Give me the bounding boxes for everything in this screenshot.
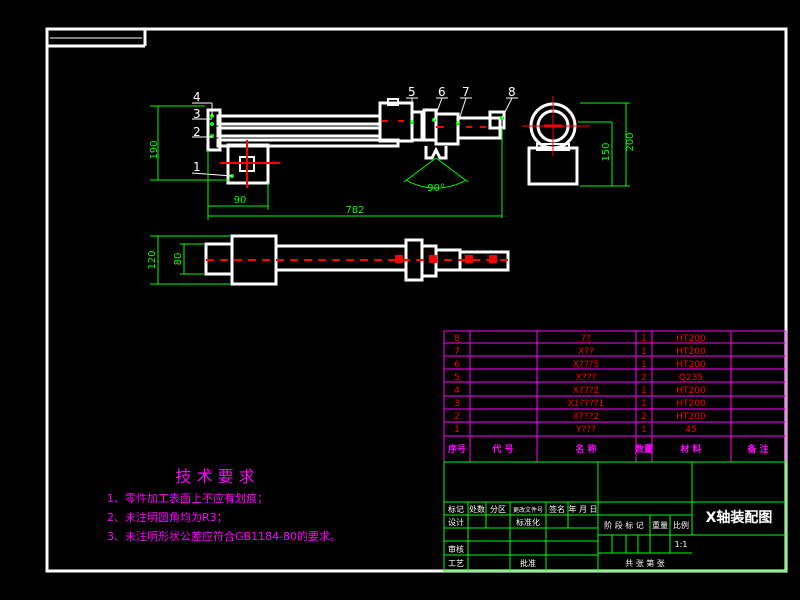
row-name: X??? (576, 373, 597, 383)
tech-requirement-1: 1、零件加工表面上不应有划痕； (107, 491, 268, 505)
label-process: 工艺 (448, 559, 464, 568)
row-no: 5 (454, 373, 460, 383)
dim-190: 190 (149, 140, 160, 159)
top-dimensions (150, 235, 230, 285)
part-label-7: 7 (462, 85, 470, 99)
label-zone: 分区 (490, 505, 506, 514)
front-view-dashes (220, 120, 486, 188)
dim-150: 150 (601, 142, 612, 161)
row-qty: 1 (641, 360, 647, 370)
row-material: HT200 (676, 334, 706, 344)
row-name: Y??? (575, 425, 596, 435)
part-label-5: 5 (408, 85, 416, 99)
row-no: 2 (454, 412, 460, 422)
row-qty: 1 (641, 334, 647, 344)
scale-value: 1:1 (675, 540, 688, 549)
dim-angle: 90° (427, 183, 445, 194)
label-stage-mark: 阶 段 标 记 (604, 520, 644, 530)
part-label-4: 4 (193, 90, 201, 104)
row-no: 4 (454, 386, 460, 396)
label-standardize: 标准化 (516, 517, 540, 527)
dim-120: 120 (147, 250, 158, 269)
part-label-6: 6 (438, 85, 446, 99)
front-view (206, 98, 506, 185)
header-remark: 备 注 (746, 443, 768, 455)
side-view-center (522, 96, 590, 156)
drawing-title: X轴装配图 (706, 509, 773, 526)
row-material: 45 (685, 425, 696, 435)
part-label-2: 2 (193, 125, 201, 139)
row-material: Q235 (679, 373, 703, 383)
row-name: X???2 (573, 412, 599, 422)
row-name: X?? (578, 347, 594, 357)
row-name: ?? (581, 334, 591, 344)
label-mark: 标记 (448, 504, 464, 514)
row-no: 8 (454, 334, 460, 344)
row-material: HT200 (676, 360, 706, 370)
title-block-labels: 标记 处数 分区 更改文件号 签名 年 月 日 设计 标准化 审核 工艺 批准 … (448, 504, 689, 568)
row-no: 6 (454, 360, 460, 370)
dim-200: 200 (625, 132, 636, 151)
part-leaders (191, 97, 518, 177)
header-no: 序号 (448, 443, 466, 455)
row-qty: 1 (641, 386, 647, 396)
top-view-dashes (206, 255, 510, 263)
header-qty: 数量 (635, 443, 653, 455)
row-qty: 1 (641, 425, 647, 435)
header-code: 代 号 (491, 443, 513, 455)
part-label-3: 3 (193, 107, 201, 121)
label-design: 设计 (448, 517, 464, 527)
row-name: X1????1 (568, 399, 605, 409)
part-label-8: 8 (508, 85, 516, 99)
row-no: 3 (454, 399, 460, 409)
drawing-frame (45, 27, 788, 573)
row-no: 7 (454, 347, 460, 357)
parts-list-header: 序号 代 号 名 称 数量 材 料 备 注 (448, 443, 769, 455)
label-approve: 批准 (520, 558, 536, 568)
header-material: 材 料 (679, 443, 701, 455)
front-dimensions (150, 105, 503, 220)
label-scale: 比例 (673, 520, 689, 530)
part-label-1: 1 (193, 160, 201, 174)
label-date: 年 月 日 (568, 504, 597, 514)
row-name: X???2 (573, 386, 599, 396)
label-change-doc: 更改文件号 (513, 506, 543, 514)
label-review: 审核 (448, 544, 464, 554)
label-sheet-info: 共 张 第 张 (625, 558, 665, 568)
label-signature: 签名 (549, 504, 565, 514)
label-count: 处数 (469, 504, 485, 514)
side-dimensions (578, 102, 630, 187)
header-name: 名 称 (575, 443, 596, 455)
row-qty: 2 (641, 373, 647, 383)
row-qty: 1 (641, 347, 647, 357)
row-no: 1 (454, 425, 460, 435)
label-weight: 重量 (652, 520, 668, 530)
tech-requirements-title: 技 术 要 求 (175, 467, 254, 486)
dim-782: 782 (345, 205, 364, 216)
row-material: HT200 (676, 347, 706, 357)
row-material: HT200 (676, 412, 706, 422)
dim-90: 90 (234, 195, 247, 206)
tech-requirement-3: 3、未注明形状公差应符合GB1184-80的要求。 (107, 529, 341, 543)
parts-list-table (443, 330, 787, 463)
row-material: HT200 (676, 386, 706, 396)
parts-list-rows: 8 ?? 1 HT200 7 X?? 1 HT200 6 X???5 1 HT2… (454, 334, 706, 435)
frame-corner-tab (47, 29, 147, 48)
title-block (443, 461, 787, 572)
row-material: HT200 (676, 399, 706, 409)
dim-80: 80 (173, 253, 184, 266)
tech-requirement-2: 2、未注明圆角均为R3； (107, 510, 228, 524)
row-qty: 2 (641, 412, 647, 422)
row-name: X???5 (573, 360, 599, 370)
row-qty: 1 (641, 399, 647, 409)
